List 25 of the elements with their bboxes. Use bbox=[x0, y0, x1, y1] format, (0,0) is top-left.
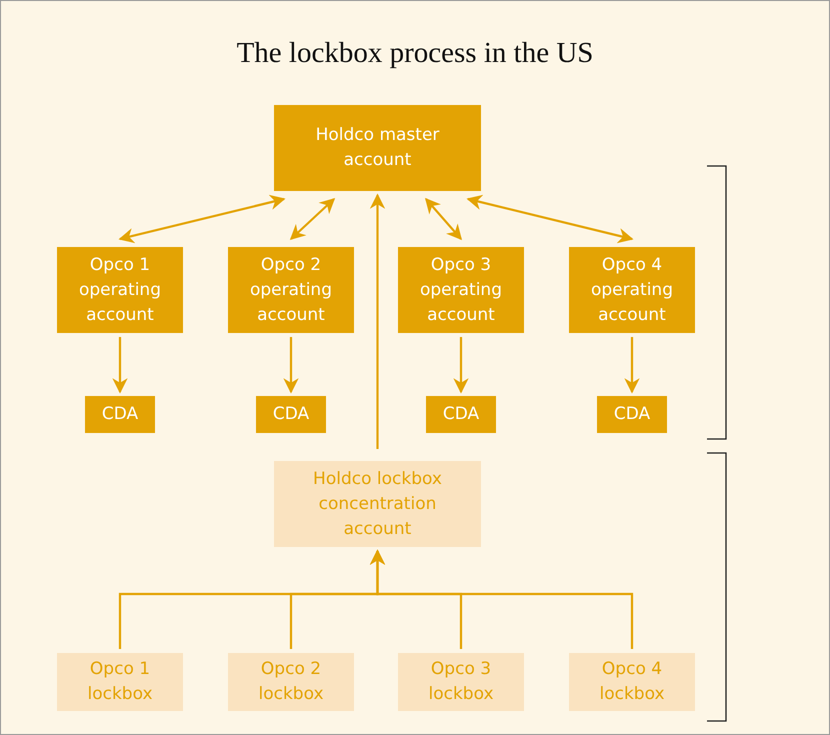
account-box: Holdco master account bbox=[274, 105, 481, 191]
arrow bbox=[283, 337, 299, 394]
arrow bbox=[453, 337, 469, 394]
account-box: Opco 1 operating account bbox=[57, 247, 183, 333]
arrow bbox=[370, 549, 634, 649]
arrow bbox=[466, 194, 634, 244]
account-box: CDA bbox=[85, 396, 155, 433]
arrow bbox=[290, 198, 336, 240]
arrow bbox=[118, 194, 286, 244]
arrow bbox=[112, 337, 128, 394]
arrow bbox=[424, 198, 462, 240]
account-box: Opco 2 operating account bbox=[228, 247, 354, 333]
account-box: Opco 3 operating account bbox=[398, 247, 524, 333]
account-box: CDA bbox=[426, 396, 496, 433]
title: The lockbox process in the US bbox=[236, 37, 594, 70]
lockbox-box: Opco 3 lockbox bbox=[398, 653, 524, 711]
lockbox-box: Opco 2 lockbox bbox=[228, 653, 354, 711]
lockbox-box: Opco 1 lockbox bbox=[57, 653, 183, 711]
arrow bbox=[624, 337, 640, 394]
arrow bbox=[370, 193, 386, 449]
lockbox-box: Holdco lockbox concentration account bbox=[274, 461, 481, 547]
account-box: CDA bbox=[597, 396, 667, 433]
lockbox-box: Opco 4 lockbox bbox=[569, 653, 695, 711]
account-box: Opco 4 operating account bbox=[569, 247, 695, 333]
account-box: CDA bbox=[256, 396, 326, 433]
